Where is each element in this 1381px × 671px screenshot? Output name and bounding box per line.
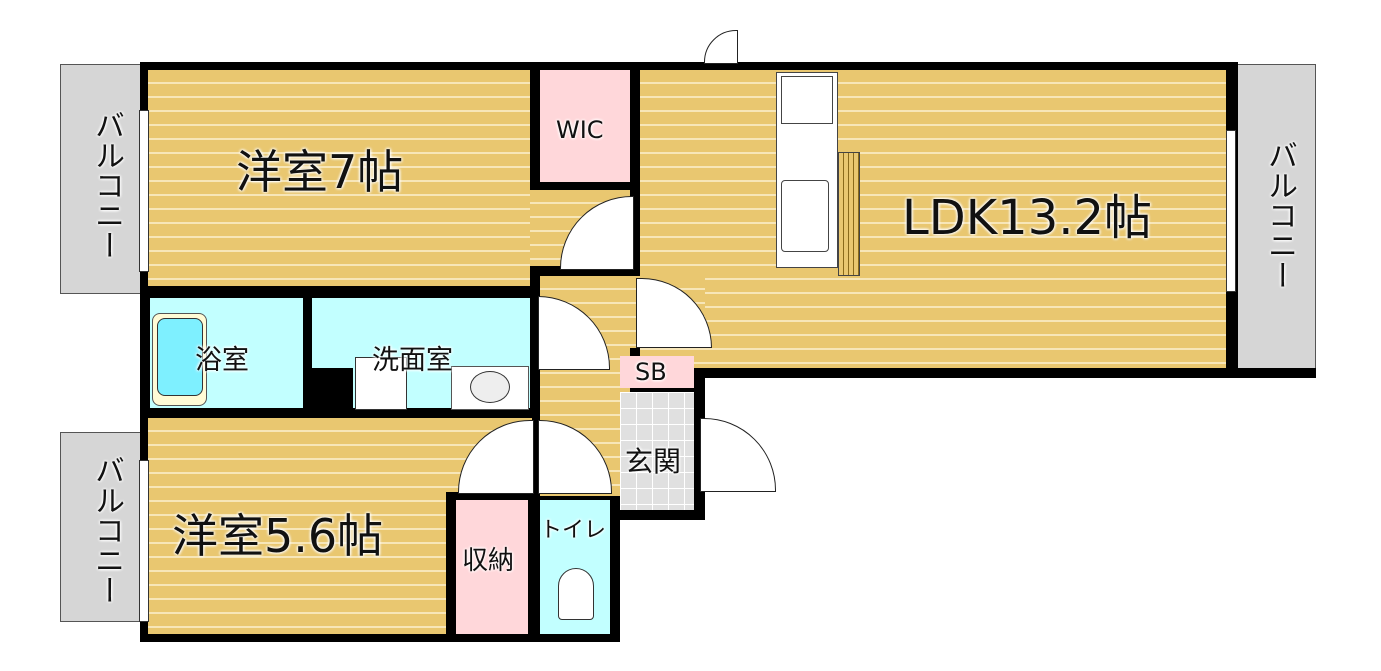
washroom-label: 洗面室 bbox=[372, 345, 453, 376]
sb-label: SB bbox=[635, 358, 667, 386]
toilet-label: トイレ bbox=[540, 518, 607, 543]
kitchen-sink bbox=[781, 180, 829, 252]
balcony-bottom-left bbox=[60, 432, 142, 622]
top-door bbox=[704, 30, 738, 64]
bedroom1-label: 洋室7帖 bbox=[236, 145, 404, 199]
toilet-bowl bbox=[558, 568, 594, 620]
bedroom-7 bbox=[148, 70, 530, 286]
walls-right-ext bbox=[700, 368, 1316, 378]
entrance-label: 玄関 bbox=[625, 445, 682, 478]
balcony-top-left bbox=[60, 64, 142, 294]
kitchen-bar bbox=[838, 152, 860, 276]
storage-label: 収納 bbox=[462, 546, 515, 576]
window-left-top bbox=[139, 110, 149, 272]
stove bbox=[781, 76, 833, 124]
balcony-label-top-left: バルコニー bbox=[89, 110, 124, 260]
balcony-label-right: バルコニー bbox=[1262, 140, 1297, 290]
wic-room bbox=[540, 70, 630, 182]
wic-label: WIC bbox=[556, 116, 604, 144]
ldk-label: LDK13.2帖 bbox=[902, 190, 1153, 246]
bedroom2-label: 洋室5.6帖 bbox=[172, 509, 384, 563]
entrance-floor bbox=[620, 392, 694, 510]
sb-room bbox=[620, 356, 694, 388]
window-right bbox=[1226, 130, 1236, 292]
balcony-label-bottom-left: バルコニー bbox=[89, 455, 124, 605]
washing-machine bbox=[355, 357, 407, 410]
bathtub-basin bbox=[157, 318, 203, 396]
storage-room bbox=[456, 500, 528, 634]
bath-label: 浴室 bbox=[195, 345, 249, 376]
sink-bowl bbox=[470, 371, 510, 403]
wash-partition bbox=[303, 368, 353, 410]
window-left-bottom bbox=[139, 460, 149, 622]
ldk-room bbox=[640, 70, 1226, 368]
front-door[interactable] bbox=[700, 418, 776, 492]
